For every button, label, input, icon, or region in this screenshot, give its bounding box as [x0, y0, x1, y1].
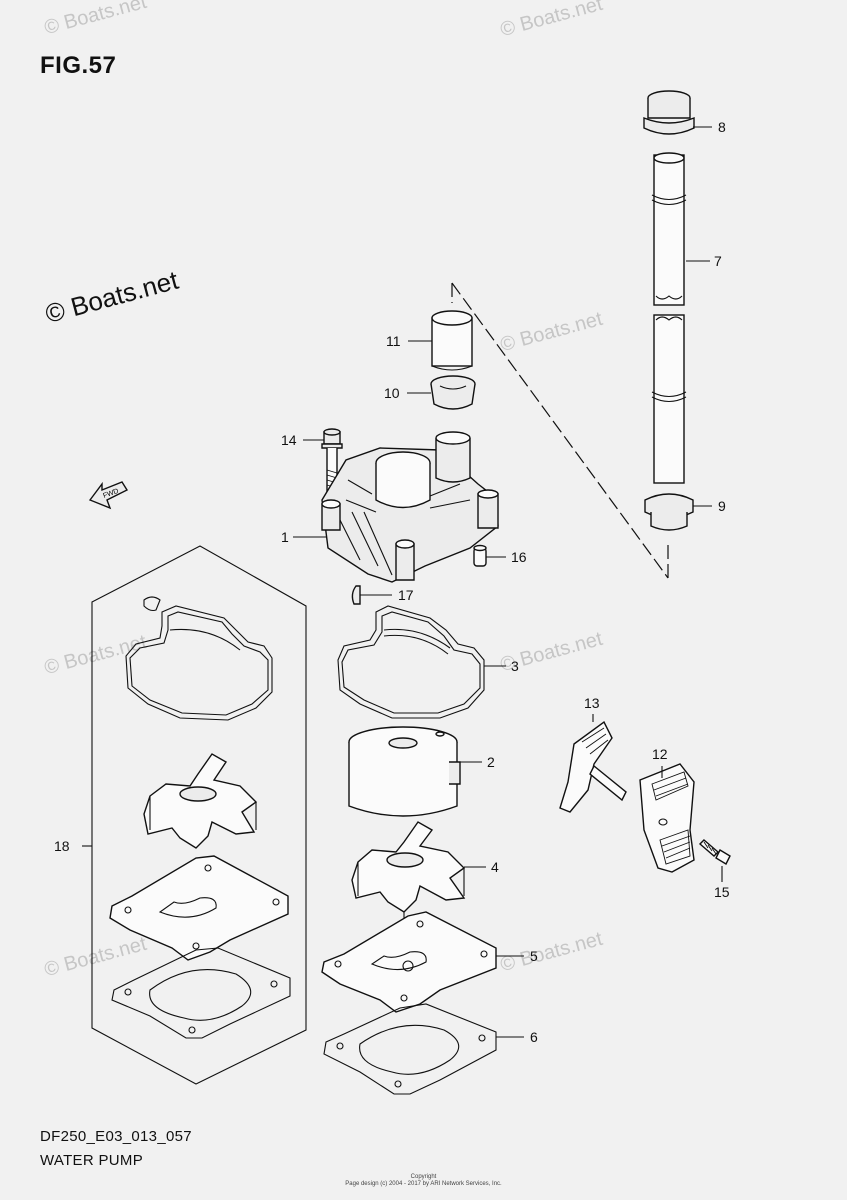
callout-5[interactable]: 5 [530, 948, 538, 964]
callout-14[interactable]: 14 [281, 432, 297, 448]
callout-16[interactable]: 16 [511, 549, 527, 565]
part-18-kit-outline [91, 545, 307, 1085]
footer-page-design: Page design (c) 2004 - 2017 by ARI Netwo… [345, 1181, 502, 1187]
part-13-lever [559, 720, 627, 813]
figure-code: DF250_E03_013_057 [40, 1128, 192, 1145]
reference-line [451, 282, 669, 579]
part-15-screw [698, 839, 731, 865]
part-9-grommet [644, 493, 694, 531]
figure-name: WATER PUMP [40, 1152, 143, 1169]
part-11-seal [431, 310, 473, 371]
callout-2[interactable]: 2 [487, 754, 495, 770]
callout-11[interactable]: 11 [386, 333, 401, 349]
callout-18[interactable]: 18 [54, 838, 70, 854]
callout-1[interactable]: 1 [281, 529, 289, 545]
part-4-impeller [351, 821, 466, 918]
kit-plate [109, 855, 289, 961]
part-17-key [351, 585, 361, 605]
part-7-water-tube [651, 152, 687, 484]
callout-10[interactable]: 10 [384, 385, 400, 401]
part-12-plate [639, 763, 695, 873]
callout-3[interactable]: 3 [511, 658, 519, 674]
part-5-plate [321, 911, 497, 1013]
callout-8[interactable]: 8 [718, 119, 726, 135]
callout-6[interactable]: 6 [530, 1029, 538, 1045]
part-3-liner [337, 605, 485, 719]
callout-17[interactable]: 17 [398, 587, 414, 603]
part-6-gasket [323, 1003, 497, 1095]
kit-gasket-2 [111, 947, 291, 1039]
figure-title: FIG.57 [40, 52, 117, 79]
leader-lines [82, 126, 723, 1038]
fwd-arrow-icon [88, 481, 129, 510]
callout-4[interactable]: 4 [491, 859, 499, 875]
part-10-insert [430, 375, 476, 410]
part-2-housing [348, 726, 461, 817]
callout-9[interactable]: 9 [718, 498, 726, 514]
callout-13[interactable]: 13 [584, 695, 600, 711]
part-16-dowel-pin [473, 544, 487, 567]
part-8-bushing [643, 90, 695, 135]
callout-12[interactable]: 12 [652, 746, 668, 762]
part-1-pump-case [321, 431, 499, 583]
kit-impeller [143, 753, 258, 849]
callout-7[interactable]: 7 [714, 253, 722, 269]
kit-gasket [125, 596, 273, 721]
callout-15[interactable]: 15 [714, 884, 730, 900]
footer-copyright: Copyright [410, 1174, 437, 1180]
